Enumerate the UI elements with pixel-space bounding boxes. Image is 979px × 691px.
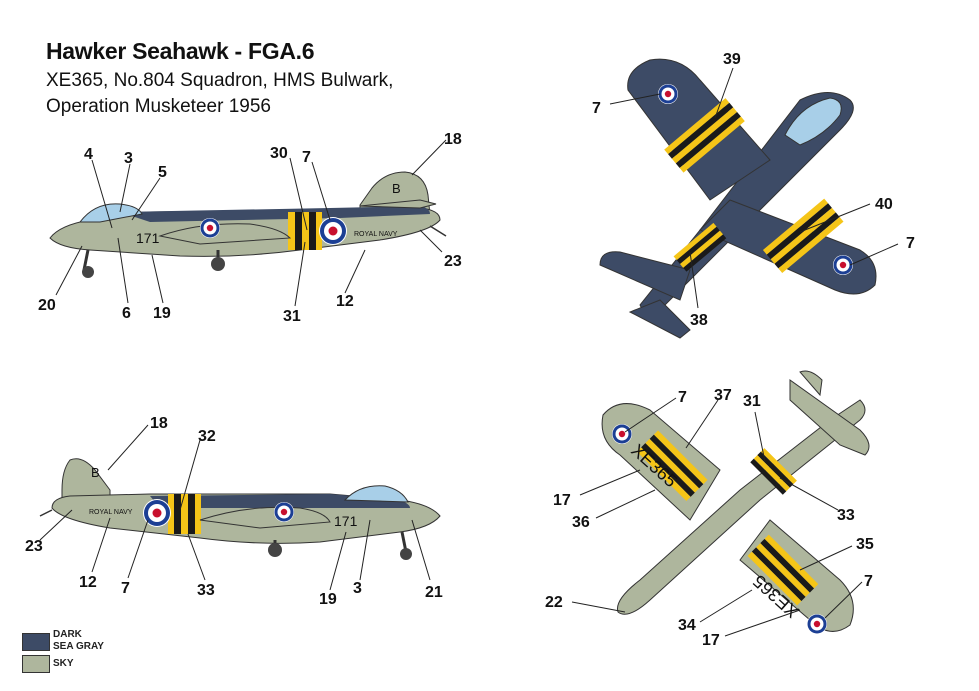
- royal-navy-right: ROYAL NAVY: [89, 509, 133, 516]
- underside-plan-view: XE365 XE365: [601, 370, 870, 634]
- callout-31b: 31: [743, 393, 761, 410]
- callout-7b: 7: [121, 580, 130, 597]
- callout-17: 17: [553, 492, 571, 509]
- subtitle-line-2: Operation Musketeer 1956: [46, 96, 271, 117]
- tail-letter-left: B: [392, 181, 401, 196]
- callout-7d: 7: [906, 235, 915, 252]
- callout-7f: 7: [864, 573, 873, 590]
- callout-5: 5: [158, 164, 167, 181]
- callout-numbers: 4 3 5 30 7 18 23 20 6 19 31 12 18 32 23 …: [25, 51, 915, 649]
- side-number-right: 171: [334, 513, 358, 529]
- callout-31: 31: [283, 308, 301, 325]
- legend-label-dark-sea-gray: DARK SEA GRAY: [53, 629, 104, 652]
- callout-33b: 33: [837, 507, 855, 524]
- side-number-left: 171: [136, 230, 160, 246]
- legend-swatch-sky: [22, 655, 50, 673]
- callout-37: 37: [714, 387, 732, 404]
- callout-34: 34: [678, 617, 696, 634]
- callout-3: 3: [124, 150, 133, 167]
- callout-30: 30: [270, 145, 288, 162]
- callout-7: 7: [302, 149, 311, 166]
- callout-33: 33: [197, 582, 215, 599]
- callout-7c: 7: [592, 100, 601, 117]
- callout-23b: 23: [25, 538, 43, 555]
- callout-4: 4: [84, 146, 93, 163]
- legend-swatch-dark-sea-gray: [22, 633, 50, 651]
- callout-7e: 7: [678, 389, 687, 406]
- page-title: Hawker Seahawk - FGA.6: [46, 38, 315, 64]
- royal-navy-left: ROYAL NAVY: [354, 231, 398, 238]
- callout-18: 18: [444, 131, 462, 148]
- upper-plan-view: [599, 58, 877, 339]
- callout-12: 12: [336, 293, 354, 310]
- callout-19: 19: [153, 305, 171, 322]
- right-side-profile: 171 ROYAL NAVY B: [39, 458, 441, 560]
- callout-20: 20: [38, 297, 56, 314]
- callout-40: 40: [875, 196, 893, 213]
- legend-label-sky: SKY: [53, 658, 74, 669]
- callout-36: 36: [572, 514, 590, 531]
- tail-letter-right: B: [91, 465, 100, 480]
- leader-lines: [39, 67, 899, 637]
- callout-19b: 19: [319, 591, 337, 608]
- subtitle-line-1: XE365, No.804 Squadron, HMS Bulwark,: [46, 70, 394, 91]
- callout-23: 23: [444, 253, 462, 270]
- callout-12b: 12: [79, 574, 97, 591]
- callout-35: 35: [856, 536, 874, 553]
- callout-38: 38: [690, 312, 708, 329]
- callout-17b: 17: [702, 632, 720, 649]
- callout-22: 22: [545, 594, 563, 611]
- left-side-profile: 171 ROYAL NAVY B: [49, 171, 447, 278]
- callout-18b: 18: [150, 415, 168, 432]
- callout-3b: 3: [353, 580, 362, 597]
- callout-32: 32: [198, 428, 216, 445]
- callout-21: 21: [425, 584, 443, 601]
- callout-6: 6: [122, 305, 131, 322]
- callout-39: 39: [723, 51, 741, 68]
